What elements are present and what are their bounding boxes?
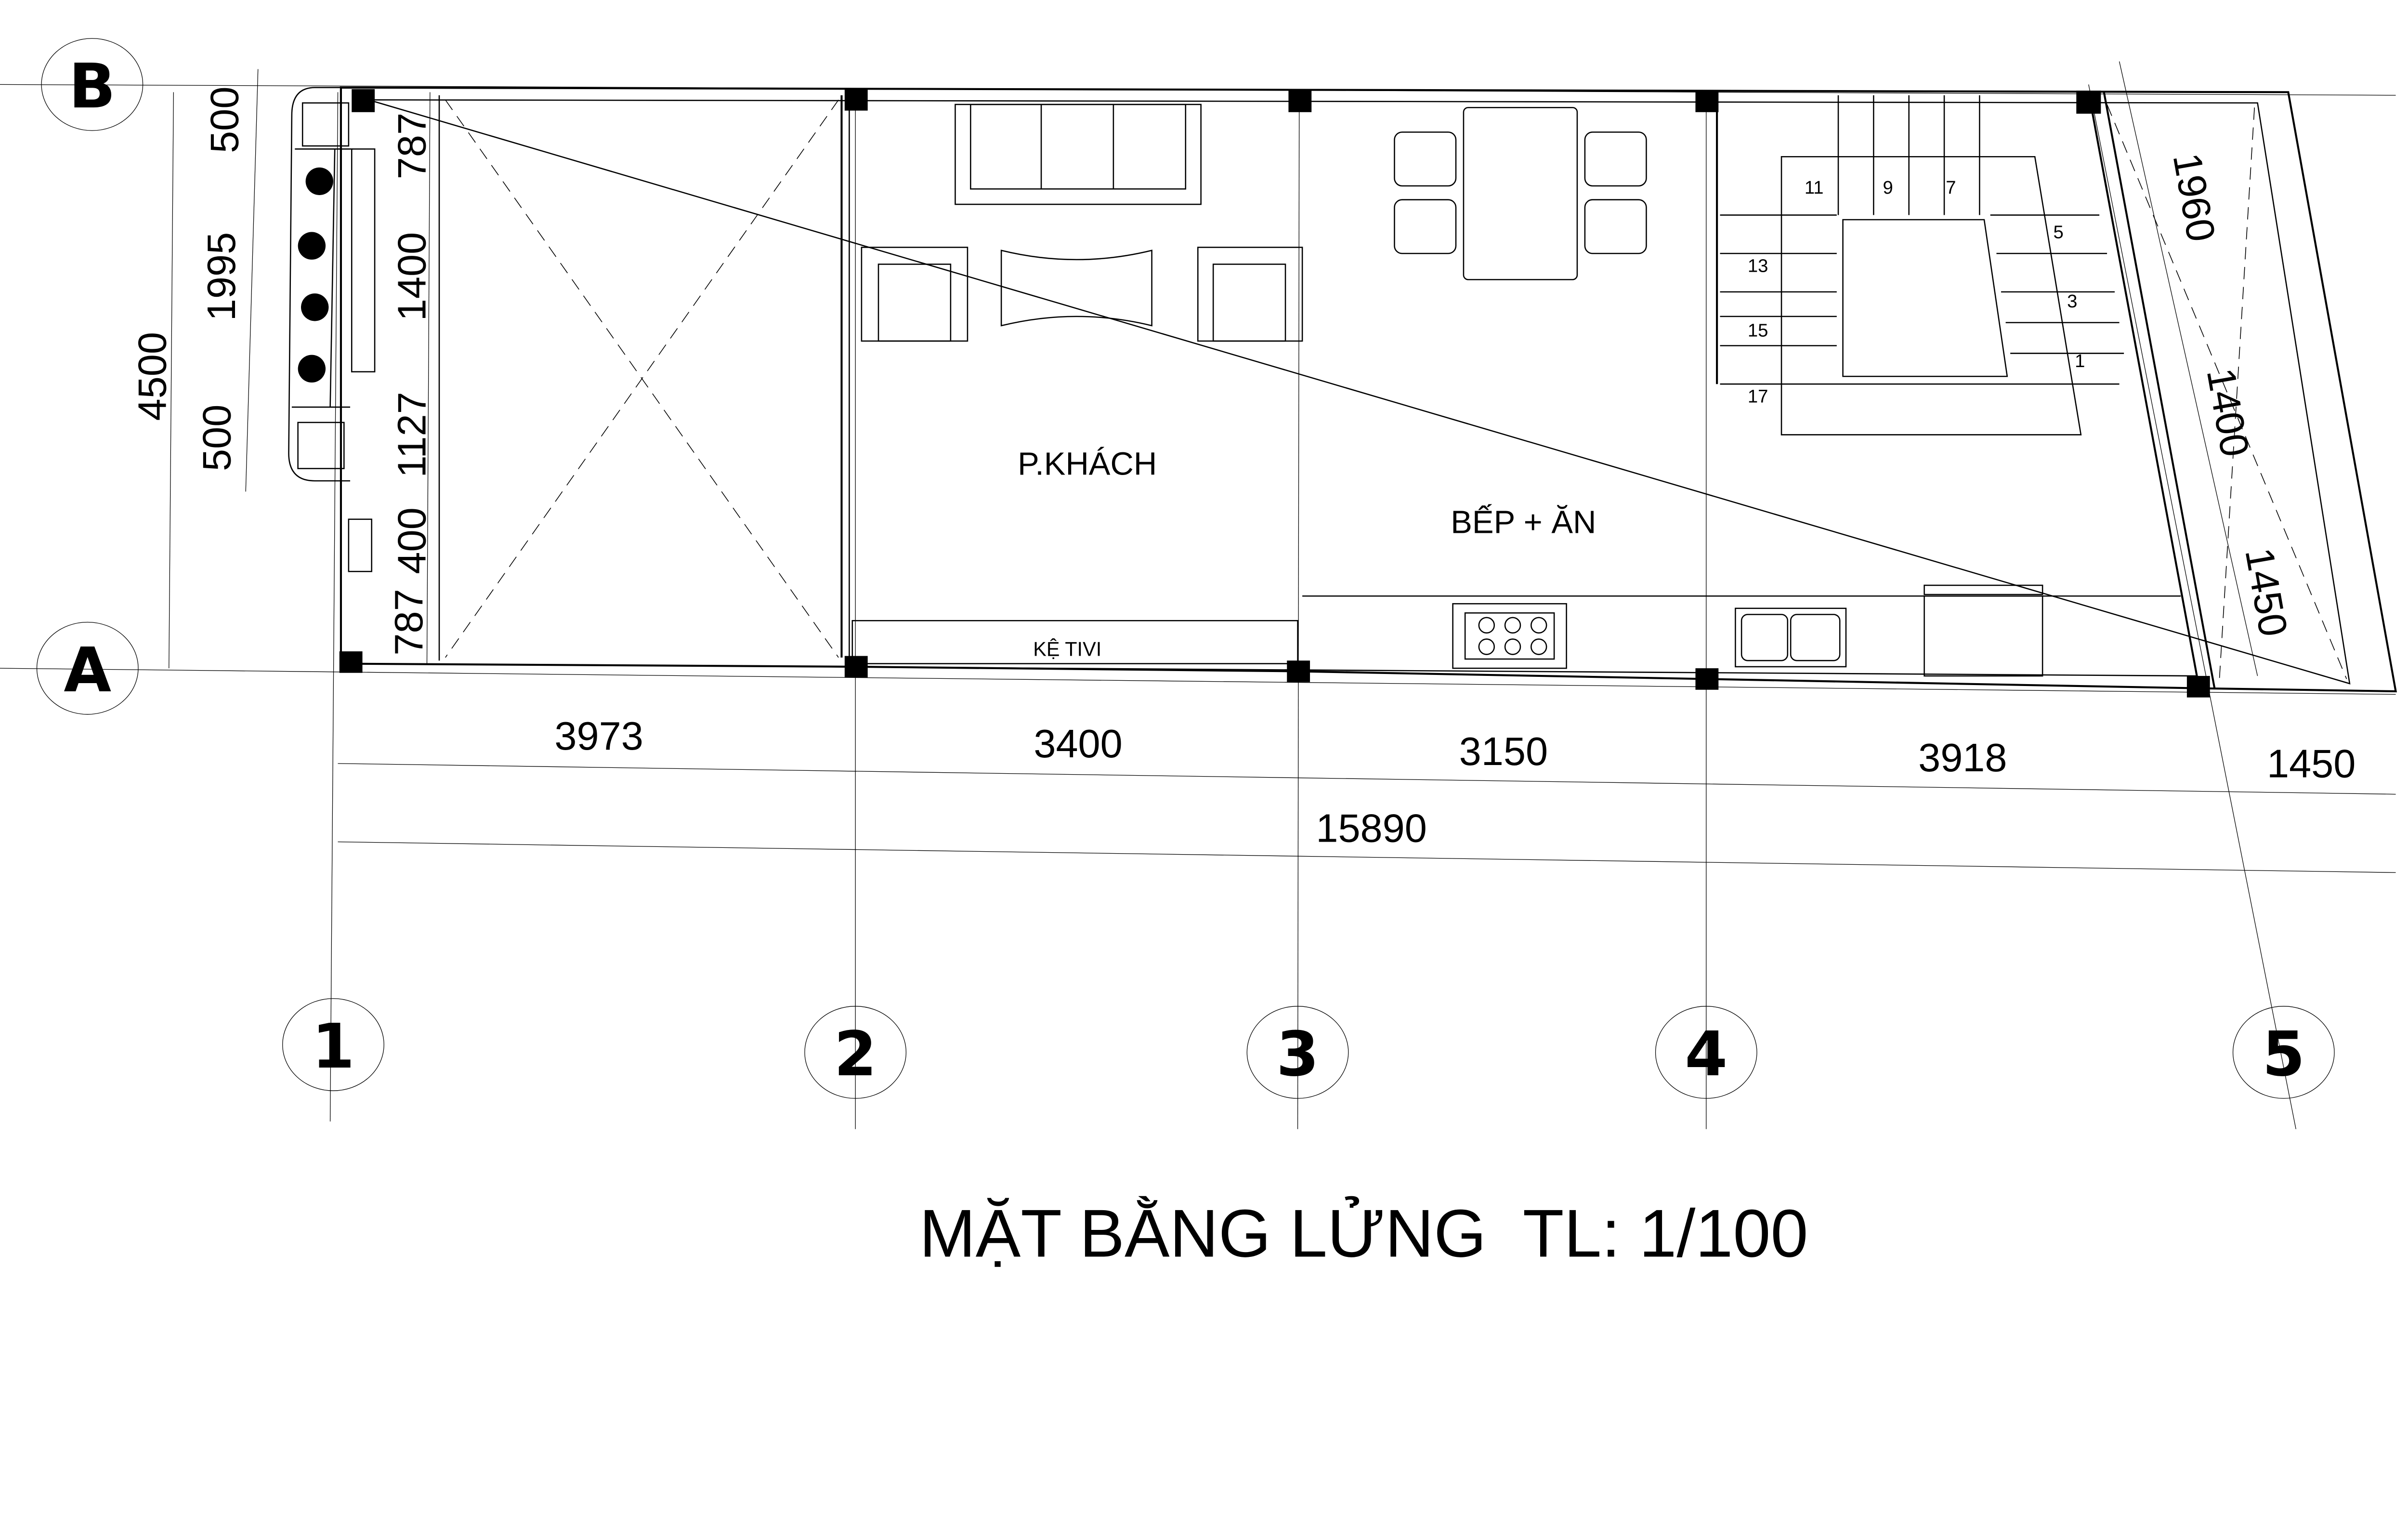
stair-step: 5 <box>2053 222 2063 242</box>
armchair <box>861 247 1303 342</box>
stair-step: 13 <box>1748 255 1768 276</box>
dimension-label: 3918 <box>1918 735 2007 780</box>
grid-bubble-B: B <box>41 38 144 131</box>
floor-plan: 11 9 7 5 3 1 13 15 17 P.KHÁCH BẾP + ĂN K… <box>0 38 2397 1271</box>
grid-bubble-1: 1 <box>282 998 384 1091</box>
grid-bubble-A: A <box>36 621 139 715</box>
stair-step: 7 <box>1946 177 1956 198</box>
dimension-label: 500 <box>202 87 247 153</box>
window <box>348 148 376 572</box>
left-dimensions: 4500 500 1995 500 787 1400 1127 400 787 <box>130 87 434 656</box>
grid-label: 4 <box>1685 1019 1727 1090</box>
dimension-label: 1400 <box>389 232 434 321</box>
stair-step: 15 <box>1748 320 1768 341</box>
stair-step: 3 <box>2067 291 2077 312</box>
dimension-label: 500 <box>194 405 239 471</box>
dimension-label: 1450 <box>2237 544 2296 640</box>
dimension-label: 787 <box>386 589 431 655</box>
sofa <box>955 104 1202 205</box>
planter-box <box>288 87 353 482</box>
stair-step: 9 <box>1883 177 1893 198</box>
dimension-label: 1400 <box>2199 365 2258 460</box>
dimension-lines <box>169 61 2396 873</box>
fridge <box>1924 584 2043 677</box>
stair-step: 17 <box>1748 386 1768 407</box>
room-label-kitchen-dining: BẾP + ĂN <box>1451 504 1596 541</box>
dining-table <box>1394 106 1647 280</box>
tv-shelf <box>851 620 1298 664</box>
coffee-table <box>1000 250 1152 327</box>
room-label-living: P.KHÁCH <box>1018 446 1157 482</box>
dimension-label: 1960 <box>2164 150 2224 245</box>
grid-label: A <box>64 635 111 706</box>
grid-label: 2 <box>834 1019 877 1090</box>
grid-label: 5 <box>2262 1019 2305 1090</box>
grid-bubble-5: 5 <box>2232 1006 2335 1099</box>
dimension-label: 3400 <box>1034 721 1122 766</box>
label-tv-shelf: KỆ TIVI <box>1033 638 1101 660</box>
drawing-title: MẶT BẰNG LỬNG TL: 1/100 <box>919 1195 1808 1271</box>
grid-lines <box>0 84 2396 1129</box>
dimension-label: 787 <box>389 113 434 179</box>
stair-step: 1 <box>2075 351 2085 371</box>
stair-step: 11 <box>1805 177 1824 198</box>
dimension-label: 4500 <box>130 332 174 421</box>
grid-bubble-3: 3 <box>1246 1006 1349 1099</box>
dimension-label: 1127 <box>389 392 434 477</box>
plant-icon <box>298 167 333 383</box>
staircase <box>1720 95 2124 436</box>
grid-bubble-4: 4 <box>1655 1006 1757 1099</box>
dimension-label: 1450 <box>2267 741 2356 786</box>
bottom-dimensions: 3973 3400 3150 3918 1450 15890 <box>554 713 2356 850</box>
dimension-total: 15890 <box>1316 805 1427 850</box>
dimension-label: 400 <box>389 507 434 574</box>
structural-columns <box>339 89 2210 698</box>
grid-bubble-2: 2 <box>804 1006 907 1099</box>
grid-label: B <box>69 51 116 122</box>
stove <box>1452 603 1567 669</box>
walls <box>340 86 2397 693</box>
dimension-label: 1995 <box>199 232 244 321</box>
void-cross <box>445 99 2347 684</box>
grid-label: 1 <box>312 1011 355 1082</box>
dimension-label: 3150 <box>1459 729 1548 774</box>
stair-step-numbers: 11 9 7 5 3 1 13 15 17 <box>1748 177 2085 407</box>
dimension-label: 3973 <box>554 713 643 758</box>
sink <box>1735 607 1847 668</box>
grid-label: 3 <box>1276 1019 1319 1090</box>
